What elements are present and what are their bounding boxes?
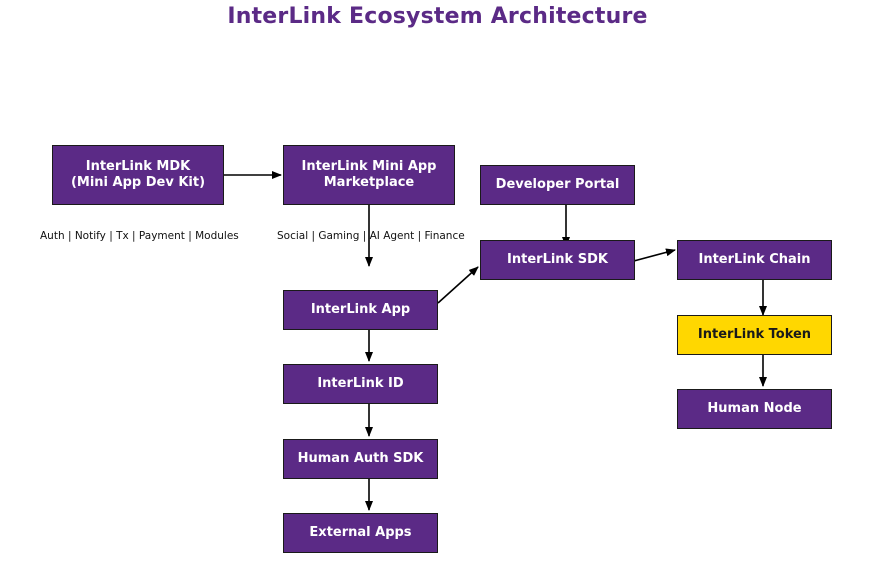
node-mdk: InterLink MDK (Mini App Dev Kit)	[52, 145, 224, 205]
mdk-modules-note: Auth | Notify | Tx | Payment | Modules	[40, 230, 239, 242]
node-human-auth-sdk: Human Auth SDK	[283, 439, 438, 479]
node-mini-app-marketplace: InterLink Mini App Marketplace	[283, 145, 455, 205]
node-interlink-chain: InterLink Chain	[677, 240, 832, 280]
node-external-apps: External Apps	[283, 513, 438, 553]
node-interlink-token: InterLink Token	[677, 315, 832, 355]
node-interlink-id: InterLink ID	[283, 364, 438, 404]
node-interlink-sdk: InterLink SDK	[480, 240, 635, 280]
node-developer-portal: Developer Portal	[480, 165, 635, 205]
node-interlink-app: InterLink App	[283, 290, 438, 330]
diagram-title: InterLink Ecosystem Architecture	[227, 4, 648, 29]
edge-app-to-sdk	[437, 266, 479, 304]
marketplace-categories-note: Social | Gaming | AI Agent | Finance	[277, 230, 465, 242]
node-human-node: Human Node	[677, 389, 832, 429]
